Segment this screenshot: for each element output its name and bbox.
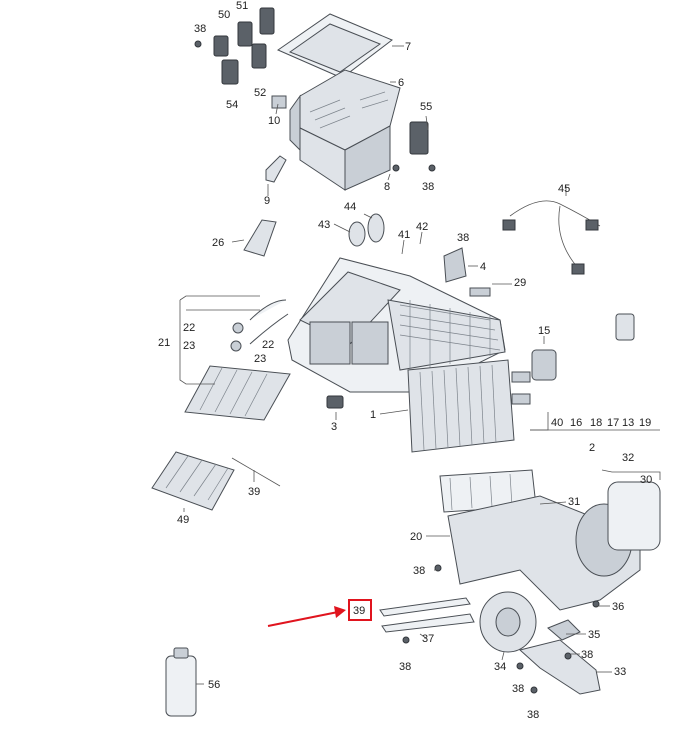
callout-60: 56 bbox=[208, 679, 220, 691]
callout-labels: 1 2 3 4 6 7 8 9 10 13 15 16 17 18 19 20 … bbox=[158, 0, 652, 721]
callout-21: 21 bbox=[158, 337, 170, 349]
callout-26: 26 bbox=[212, 237, 224, 249]
evaporator-grid bbox=[399, 300, 501, 370]
callout-54: 52 bbox=[254, 87, 266, 99]
callout-32: 32 bbox=[622, 452, 634, 464]
highlight-group: 39 bbox=[267, 599, 372, 627]
callout-10: 10 bbox=[268, 115, 280, 127]
callout-49: 45 bbox=[558, 183, 570, 195]
callout-38-c: 38 bbox=[457, 232, 469, 244]
callout-41: 40 bbox=[551, 417, 563, 429]
blower-housing-group bbox=[379, 469, 661, 695]
callout-33: 33 bbox=[614, 666, 626, 678]
callout-38-b: 38 bbox=[422, 181, 434, 193]
top-housing-group bbox=[194, 7, 436, 191]
leader-lines bbox=[183, 45, 612, 685]
callout-36: 36 bbox=[612, 601, 624, 613]
callout-22b: 22 bbox=[262, 339, 274, 351]
callout-56: 55 bbox=[420, 101, 432, 113]
callout-38-e: 38 bbox=[399, 661, 411, 673]
highlight-callout-label: 39 bbox=[353, 605, 365, 617]
evaporator-core-fins bbox=[419, 364, 497, 451]
callout-38-a: 38 bbox=[194, 23, 206, 35]
callout-4: 4 bbox=[480, 261, 486, 273]
callout-38-f: 38 bbox=[512, 683, 524, 695]
callout-2: 2 bbox=[589, 442, 595, 454]
callout-52: 51 bbox=[236, 0, 248, 12]
callout-9: 9 bbox=[264, 195, 270, 207]
highlight-arrow-head bbox=[334, 606, 346, 618]
callout-51: 50 bbox=[218, 9, 230, 21]
callout-23a: 23 bbox=[183, 340, 195, 352]
callout-15: 15 bbox=[538, 325, 550, 337]
evaporator-housing-group bbox=[184, 200, 635, 453]
highlight-arrow-shaft bbox=[267, 611, 339, 627]
callout-17: 17 bbox=[607, 417, 619, 429]
callout-55: 54 bbox=[226, 99, 238, 111]
callout-30: 30 bbox=[640, 474, 652, 486]
callout-42: 41 bbox=[398, 229, 410, 241]
highlight-box bbox=[348, 599, 372, 621]
callout-45: 44 bbox=[344, 201, 356, 213]
callout-23b: 23 bbox=[254, 353, 266, 365]
callout-3: 3 bbox=[331, 421, 337, 433]
callout-37: 37 bbox=[422, 633, 434, 645]
callout-1: 1 bbox=[370, 409, 376, 421]
callout-29: 29 bbox=[514, 277, 526, 289]
callout-8: 8 bbox=[384, 181, 390, 193]
callout-34: 34 bbox=[494, 661, 506, 673]
callout-19: 19 bbox=[639, 417, 651, 429]
callout-43: 42 bbox=[416, 221, 428, 233]
callout-20: 20 bbox=[410, 531, 422, 543]
callout-50: 49 bbox=[177, 514, 189, 526]
refrigerant-oil-can bbox=[165, 647, 197, 717]
callout-38-d: 38 bbox=[413, 565, 425, 577]
callout-40: 39 bbox=[248, 486, 260, 498]
group-brackets bbox=[179, 295, 661, 480]
callout-18: 18 bbox=[590, 417, 602, 429]
callout-35: 35 bbox=[588, 629, 600, 641]
callout-13: 13 bbox=[622, 417, 634, 429]
callout-7: 7 bbox=[405, 41, 411, 53]
heater-core-group bbox=[151, 451, 281, 511]
callout-44: 43 bbox=[318, 219, 330, 231]
callout-31: 31 bbox=[568, 496, 580, 508]
callout-38-g: 38 bbox=[527, 709, 539, 721]
callout-22a: 22 bbox=[183, 322, 195, 334]
callout-6: 6 bbox=[398, 77, 404, 89]
callout-38-h: 38 bbox=[581, 649, 593, 661]
callout-16: 16 bbox=[570, 417, 582, 429]
